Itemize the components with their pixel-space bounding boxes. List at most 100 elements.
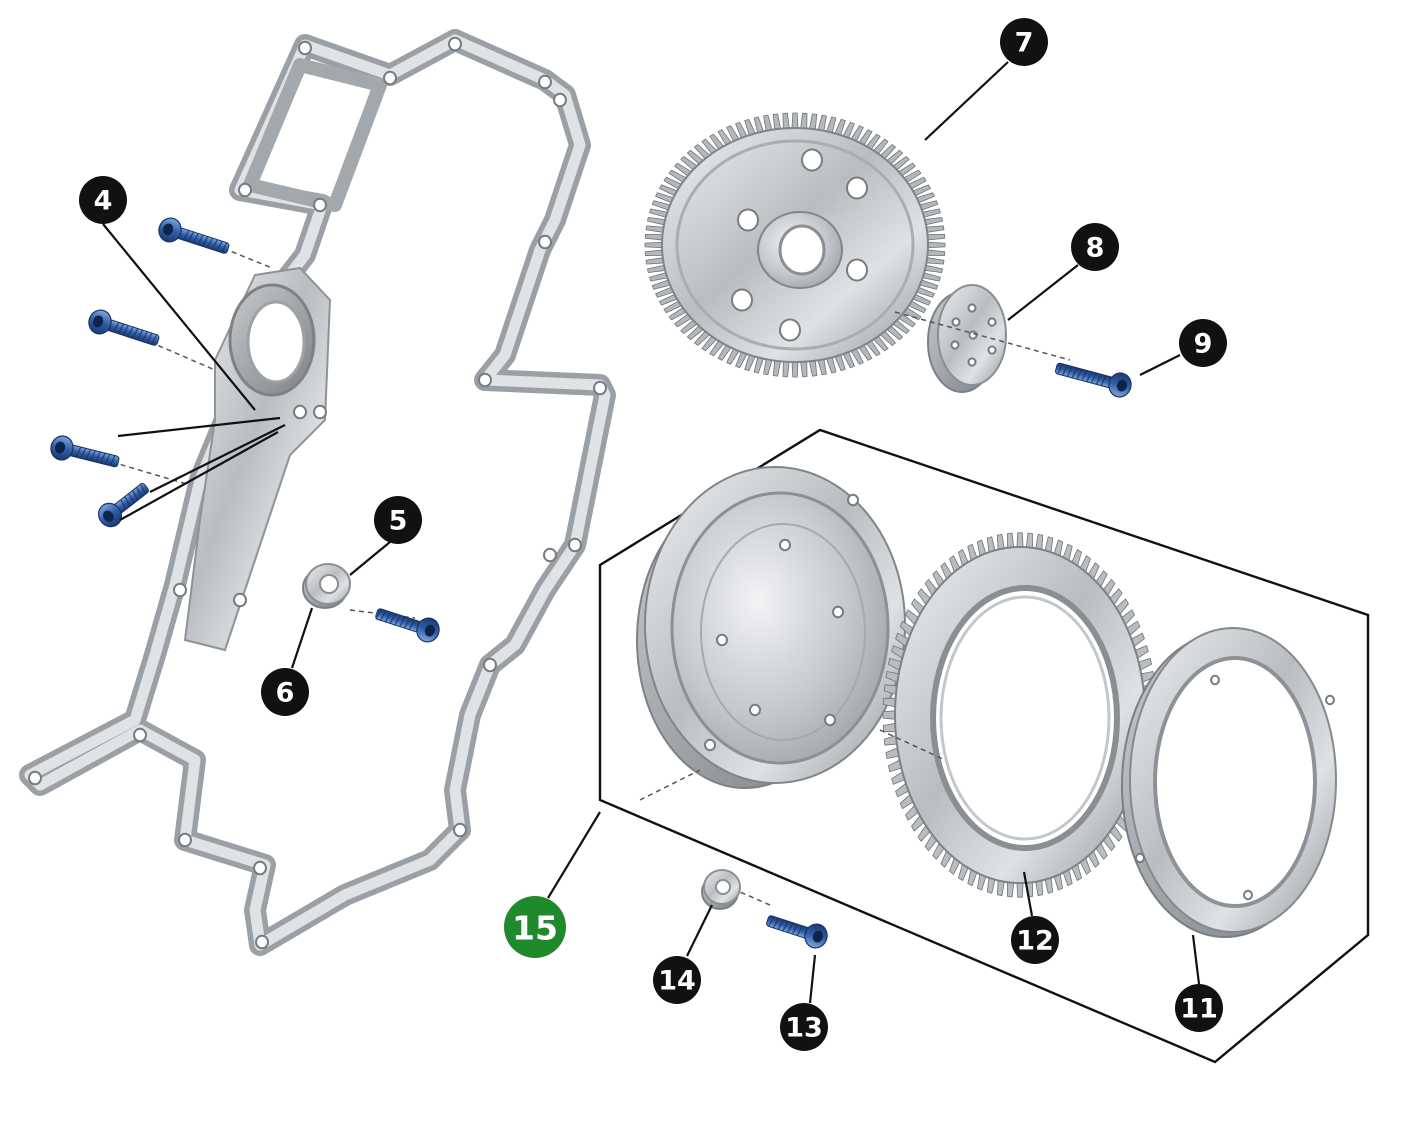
bolt-hole <box>233 592 247 608</box>
drum-hole <box>847 493 859 507</box>
callout-11[interactable]: 11 <box>1175 984 1223 1032</box>
callout-14-badge <box>653 956 701 1004</box>
washer-hole <box>967 357 977 367</box>
callout-6[interactable]: 6 <box>261 668 309 716</box>
bolt-hole <box>478 372 492 388</box>
bolt-hole <box>553 92 567 108</box>
bolt-hole <box>173 582 187 598</box>
spacer-washer <box>302 563 351 609</box>
callout-6-label: 6 <box>276 678 295 709</box>
bolt-hole <box>28 770 42 786</box>
bolt-hole <box>238 182 252 198</box>
callout-14[interactable]: 14 <box>653 956 701 1004</box>
ring-gear <box>882 532 1158 898</box>
callout-7[interactable]: 7 <box>1000 18 1048 66</box>
bearing-bore-inner <box>246 300 306 384</box>
leader-line <box>1191 934 1201 985</box>
callout-4[interactable]: 4 <box>79 176 127 224</box>
callout-12[interactable]: 12 <box>1011 916 1059 964</box>
subassembly-outline <box>598 428 1370 1064</box>
bolt-hole <box>448 36 462 52</box>
gasket-plate <box>19 29 616 956</box>
spur-gear-bore <box>778 224 826 276</box>
leader-line <box>924 61 1009 141</box>
bolt-hole <box>593 380 607 396</box>
blue-bolt <box>50 435 120 468</box>
bolt-hole <box>543 547 557 563</box>
gasket-outline <box>19 29 616 956</box>
ring-hole <box>1243 889 1253 901</box>
callout-13-label: 13 <box>785 1013 823 1044</box>
callout-13-badge <box>780 1003 828 1051</box>
washer-plate <box>927 284 1007 393</box>
gear-hole <box>846 176 868 200</box>
gear-hole <box>737 208 759 232</box>
leader-line <box>102 223 256 411</box>
blue-bolt <box>375 608 440 643</box>
drum-housing <box>636 466 906 789</box>
bolt-hole <box>133 727 147 743</box>
bolt-hole <box>313 404 327 420</box>
washer-plate-holes <box>950 303 997 367</box>
callout-4-label: 4 <box>94 186 113 217</box>
gear-hole <box>779 318 801 342</box>
leader-line <box>117 416 281 438</box>
bolt-hole <box>568 537 582 553</box>
bushing <box>701 869 741 910</box>
leader-lines <box>102 61 1201 1004</box>
leader-line <box>119 431 279 521</box>
bolt-hole <box>253 860 267 876</box>
assembly-line <box>739 891 771 906</box>
assembly-line <box>111 461 191 486</box>
bolt-hole <box>383 70 397 86</box>
washer-hole <box>987 317 997 327</box>
drum-holes <box>704 493 859 752</box>
drum-hole <box>779 538 791 552</box>
callout-8-label: 8 <box>1086 233 1105 264</box>
ring-hole <box>1210 674 1220 686</box>
washer-hole <box>968 330 978 340</box>
spur-gear-rim <box>675 139 915 351</box>
gasket-holes <box>28 36 607 950</box>
drum-hole <box>704 738 716 752</box>
flat-ring <box>1121 627 1337 938</box>
washer-hole <box>951 317 961 327</box>
leader-line <box>149 424 286 493</box>
drum-hole <box>716 633 728 647</box>
callout-9[interactable]: 9 <box>1179 319 1227 367</box>
assembly-line <box>639 769 701 801</box>
leader-line <box>1007 264 1079 321</box>
leader-line <box>1022 871 1034 917</box>
bolt-hole <box>255 934 269 950</box>
bolt-hole <box>293 404 307 420</box>
blue-bolt <box>88 309 160 346</box>
spur-gear <box>644 112 946 378</box>
gear-hole <box>731 288 753 312</box>
blue-bolt <box>98 483 149 528</box>
callout-8[interactable]: 8 <box>1071 223 1119 271</box>
washer-hole <box>950 340 960 350</box>
callout-5[interactable]: 5 <box>374 496 422 544</box>
blue-bolt <box>158 217 230 254</box>
washer-hole <box>987 345 997 355</box>
assembly-line <box>879 729 946 761</box>
callout-5-badge <box>374 496 422 544</box>
leader-line <box>290 607 314 669</box>
blue-bolt <box>1054 362 1132 398</box>
callout-12-badge <box>1011 916 1059 964</box>
callout-14-label: 14 <box>658 966 696 997</box>
leader-line <box>1139 354 1181 376</box>
callout-13[interactable]: 13 <box>780 1003 828 1051</box>
bolts <box>50 217 1132 949</box>
callout-7-badge <box>1000 18 1048 66</box>
callout-15[interactable]: 15 <box>504 896 566 958</box>
assembly-line <box>894 311 1071 361</box>
callout-12-label: 12 <box>1016 926 1054 957</box>
callout-4-badge <box>79 176 127 224</box>
bolt-hole <box>538 234 552 250</box>
callout-11-badge <box>1175 984 1223 1032</box>
gear-hole <box>801 148 823 172</box>
bolt-hole <box>313 197 327 213</box>
callout-9-badge <box>1179 319 1227 367</box>
drum-hole <box>749 703 761 717</box>
